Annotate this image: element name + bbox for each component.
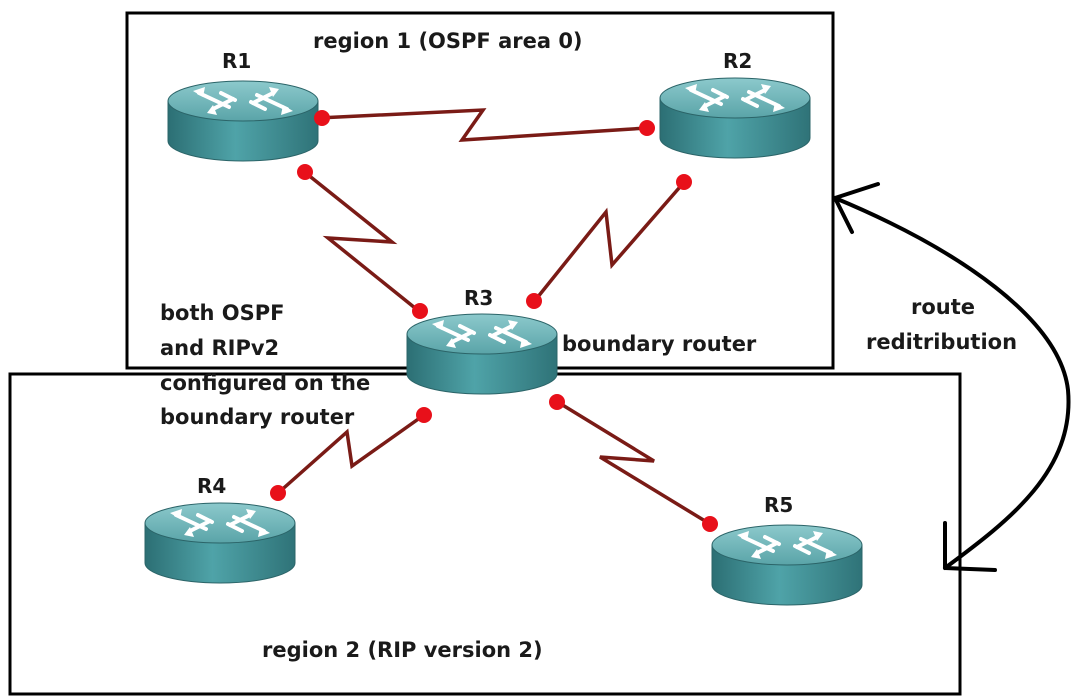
route-redistribution-label-line1: route (911, 295, 975, 319)
note-both-configured-line3: configured on the (160, 371, 370, 395)
router-icon-r3[interactable] (405, 312, 559, 396)
endpoint-dot (270, 485, 286, 501)
endpoint-dot (676, 174, 692, 190)
note-both-configured-line4: boundary router (160, 405, 355, 429)
router-label-r3: R3 (464, 286, 493, 310)
boundary-router-label: boundary router (562, 332, 757, 356)
link-r3-r4 (275, 413, 426, 496)
endpoint-dot (416, 407, 432, 423)
link-r3-r5 (555, 399, 711, 526)
region-2-title: region 2 (RIP version 2) (262, 638, 543, 662)
double-headed-curved-arrow-icon (833, 182, 1071, 572)
note-both-configured-line1: both OSPF (160, 301, 284, 325)
router-label-r5: R5 (764, 493, 793, 517)
endpoint-dot (702, 516, 718, 532)
router-label-r1: R1 (222, 49, 251, 73)
region-1-title: region 1 (OSPF area 0) (313, 29, 583, 53)
serial-links (275, 108, 711, 526)
router-icon-r2[interactable] (658, 76, 812, 160)
endpoint-dot (314, 110, 330, 126)
link-endpoints (270, 110, 718, 532)
endpoint-dot (297, 164, 313, 180)
endpoint-dot (639, 120, 655, 136)
router-label-r2: R2 (723, 49, 752, 73)
endpoint-dot (412, 303, 428, 319)
router-icon-r1[interactable] (166, 79, 320, 163)
link-r2-r3 (531, 178, 688, 305)
endpoint-dot (549, 394, 565, 410)
router-icon-r4[interactable] (143, 501, 297, 585)
endpoint-dot (526, 293, 542, 309)
note-both-configured-line2: and RIPv2 (160, 336, 279, 360)
link-r1-r2 (317, 108, 648, 142)
route-redistribution-label-line2: reditribution (866, 330, 1017, 354)
router-label-r4: R4 (197, 474, 226, 498)
link-r1-r3 (300, 168, 422, 314)
router-icon-r5[interactable] (710, 523, 864, 607)
